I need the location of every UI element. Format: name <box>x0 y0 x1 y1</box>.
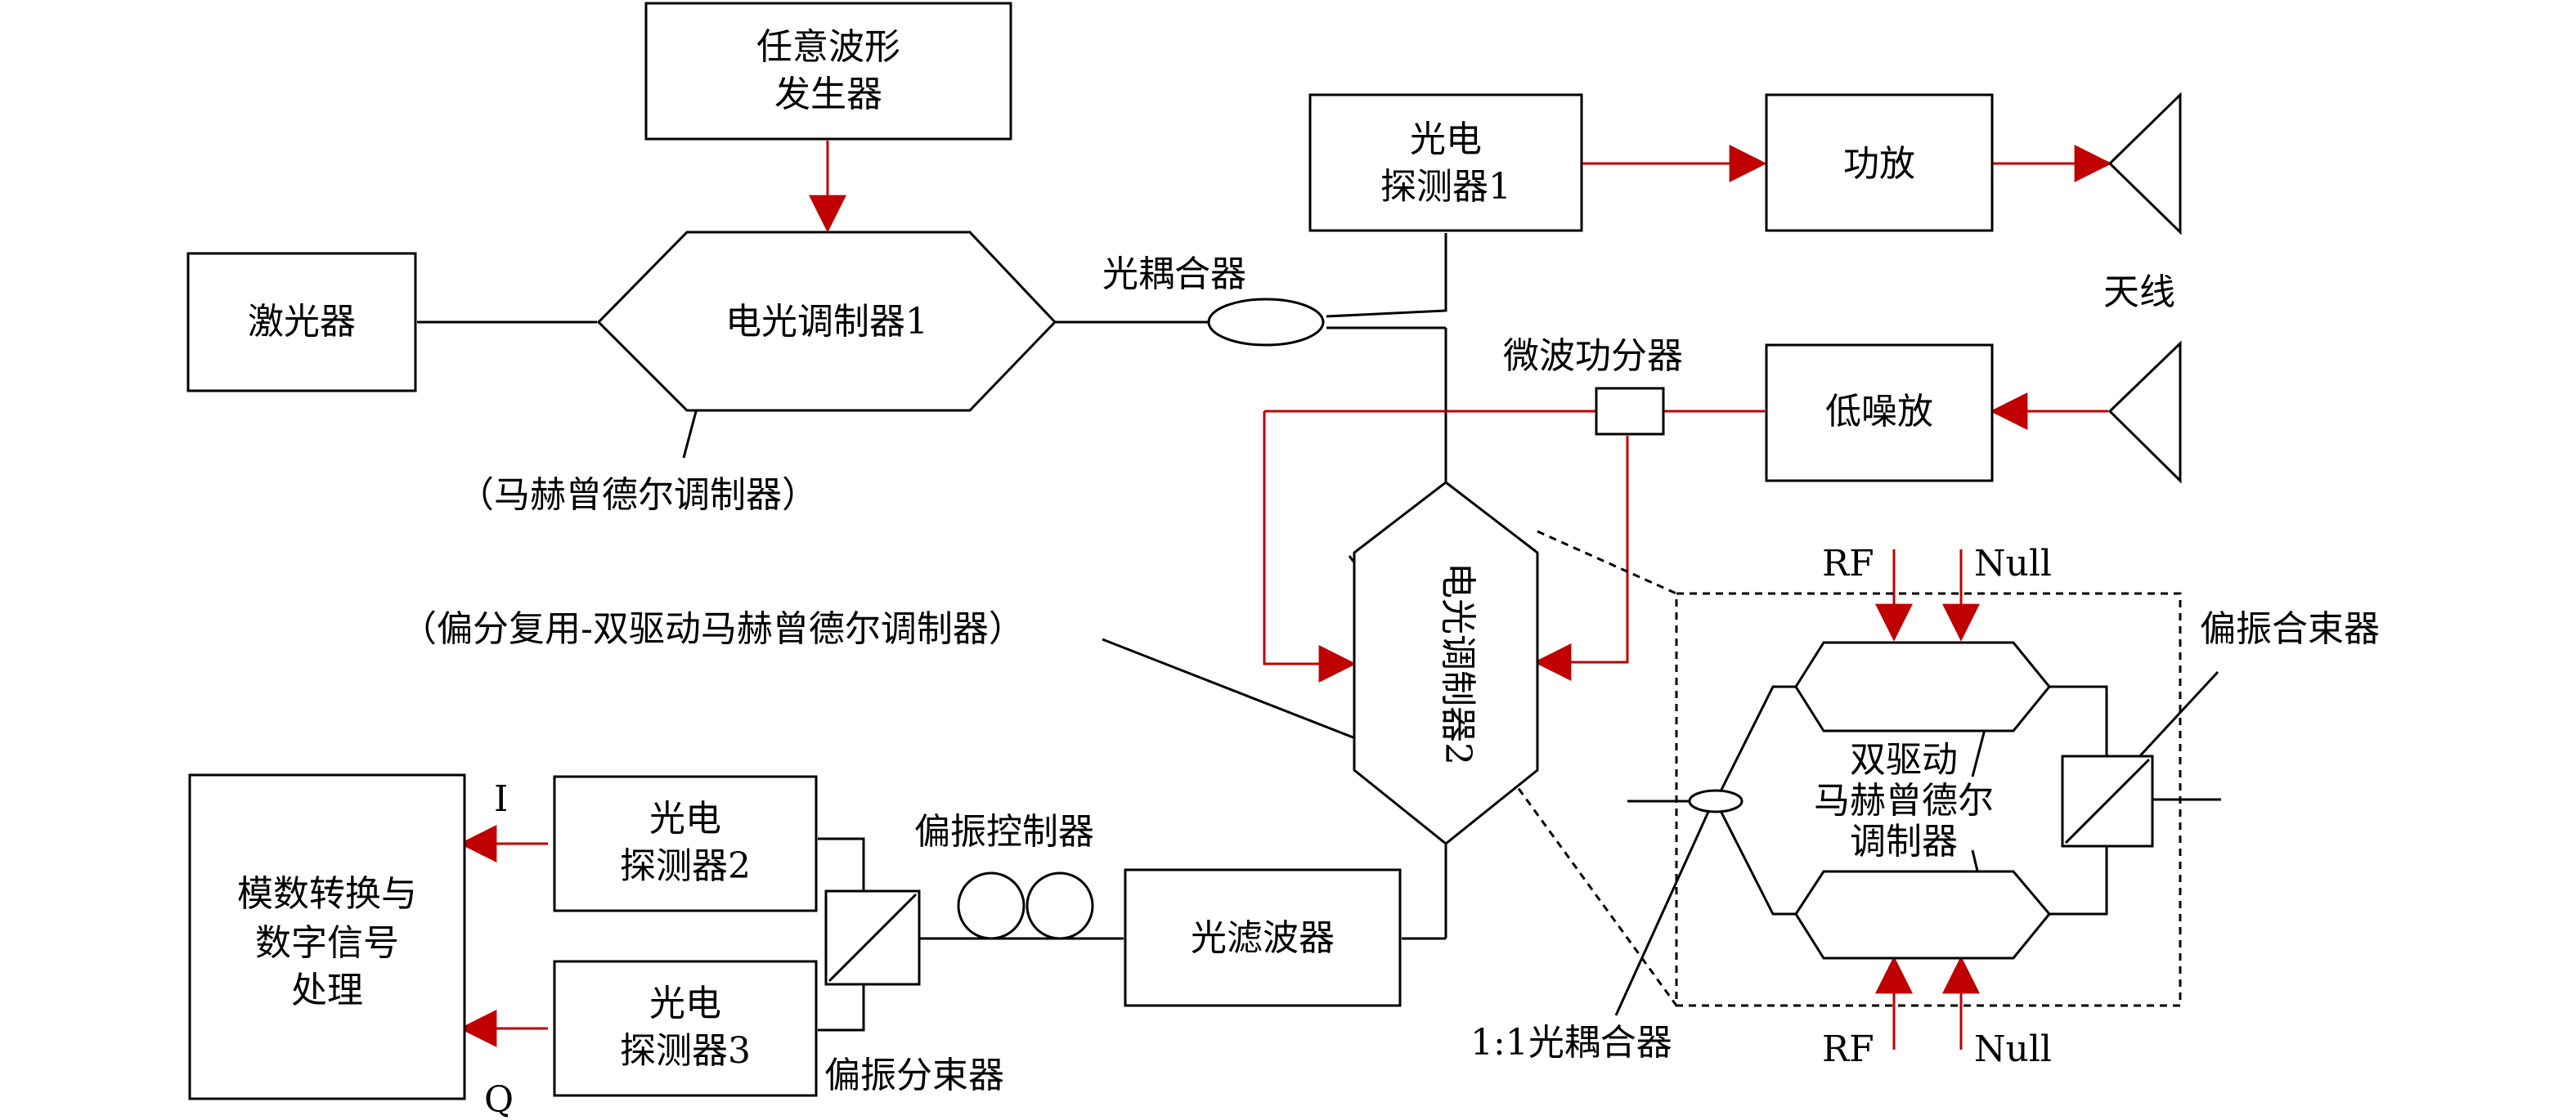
pbs-label: 偏振分束器 <box>824 1055 1004 1096</box>
i-output-label: I <box>494 778 508 820</box>
awg-label-line1: 任意波形 <box>756 26 900 68</box>
modulator2: 电光调制器2 <box>1353 481 1539 845</box>
laser-box: 激光器 <box>186 252 417 392</box>
pd3-label-line2: 探测器3 <box>620 1030 751 1072</box>
optical-coupler-ellipse <box>1207 298 1325 347</box>
mzm-note: （马赫曾德尔调制器） <box>458 474 818 516</box>
adc-label-line2: 数字信号 <box>255 922 399 964</box>
adc-label-line3: 处理 <box>291 970 363 1011</box>
antenna-label: 天线 <box>2103 271 2175 313</box>
pbs-icon <box>824 889 921 986</box>
adc-dsp-box: 模数转换与 数字信号 处理 <box>188 773 466 1100</box>
null-top-label: Null <box>1974 543 2052 585</box>
inner-label-line1: 双驱动 <box>1850 739 1958 781</box>
inner-mzm-bottom <box>1794 870 2051 960</box>
pd1-box: 光电 探测器1 <box>1308 93 1583 232</box>
q-output-label: Q <box>484 1079 514 1120</box>
pd1-label-line1: 光电 <box>1410 119 1482 160</box>
splitter-label: 微波功分器 <box>1503 335 1683 377</box>
coupler-11-label: 1:1光耦合器 <box>1470 1022 1672 1064</box>
dpmzm-note: （偏分复用-双驱动马赫曾德尔调制器） <box>401 608 1025 650</box>
modulator1: 电光调制器1 <box>596 231 1057 412</box>
pol-controller-label: 偏振控制器 <box>914 811 1094 853</box>
pbc-icon <box>2061 755 2154 848</box>
coupler-label: 光耦合器 <box>1102 253 1246 295</box>
tx-antenna-icon <box>2107 92 2182 235</box>
inner-label-line2: 马赫曾德尔 <box>1814 780 1994 822</box>
awg-box: 任意波形 发生器 <box>644 2 1012 141</box>
optical-lines <box>417 233 2221 1032</box>
pd1-label-line2: 探测器1 <box>1380 166 1511 208</box>
pd3-label-line1: 光电 <box>649 983 721 1024</box>
pd2-box: 光电 探测器2 <box>553 775 818 912</box>
filter-label: 光滤波器 <box>1191 917 1335 959</box>
null-bottom-label: Null <box>1974 1028 2052 1070</box>
pd3-box: 光电 探测器3 <box>553 960 818 1097</box>
inner-label-line3: 调制器 <box>1850 821 1958 862</box>
pd2-label-line1: 光电 <box>649 798 721 840</box>
pa-label: 功放 <box>1843 143 1915 185</box>
pd2-label-line2: 探测器2 <box>620 845 751 887</box>
awg-label-line2: 发生器 <box>774 74 882 115</box>
modulator1-label: 电光调制器1 <box>725 301 928 343</box>
annotations: 光耦合器 天线 微波功分器 （马赫曾德尔调制器） （偏分复用-双驱动马赫曾德尔调… <box>401 253 2380 1120</box>
laser-label: 激光器 <box>248 301 356 343</box>
pbc-label: 偏振合束器 <box>2200 608 2380 650</box>
splitter-box <box>1595 387 1665 436</box>
adc-label-line1: 模数转换与 <box>237 873 417 915</box>
inner-mzm-top <box>1794 641 2051 732</box>
pol-controller-icon <box>957 871 1094 940</box>
rf-bottom-label: RF <box>1822 1028 1874 1070</box>
rx-antenna-icon <box>2107 340 2182 484</box>
lna-box: 低噪放 <box>1765 343 1994 482</box>
coupler-11-ellipse <box>1688 789 1744 813</box>
rf-top-label: RF <box>1822 543 1874 585</box>
rf-lines <box>459 141 2112 1050</box>
filter-box: 光滤波器 <box>1124 868 1402 1007</box>
lna-label: 低噪放 <box>1825 391 1933 432</box>
modulator2-label: 电光调制器2 <box>1437 562 1479 765</box>
inner-mzm-text: 双驱动 马赫曾德尔 调制器 <box>1814 739 1994 862</box>
pa-box: 功放 <box>1765 93 1994 232</box>
